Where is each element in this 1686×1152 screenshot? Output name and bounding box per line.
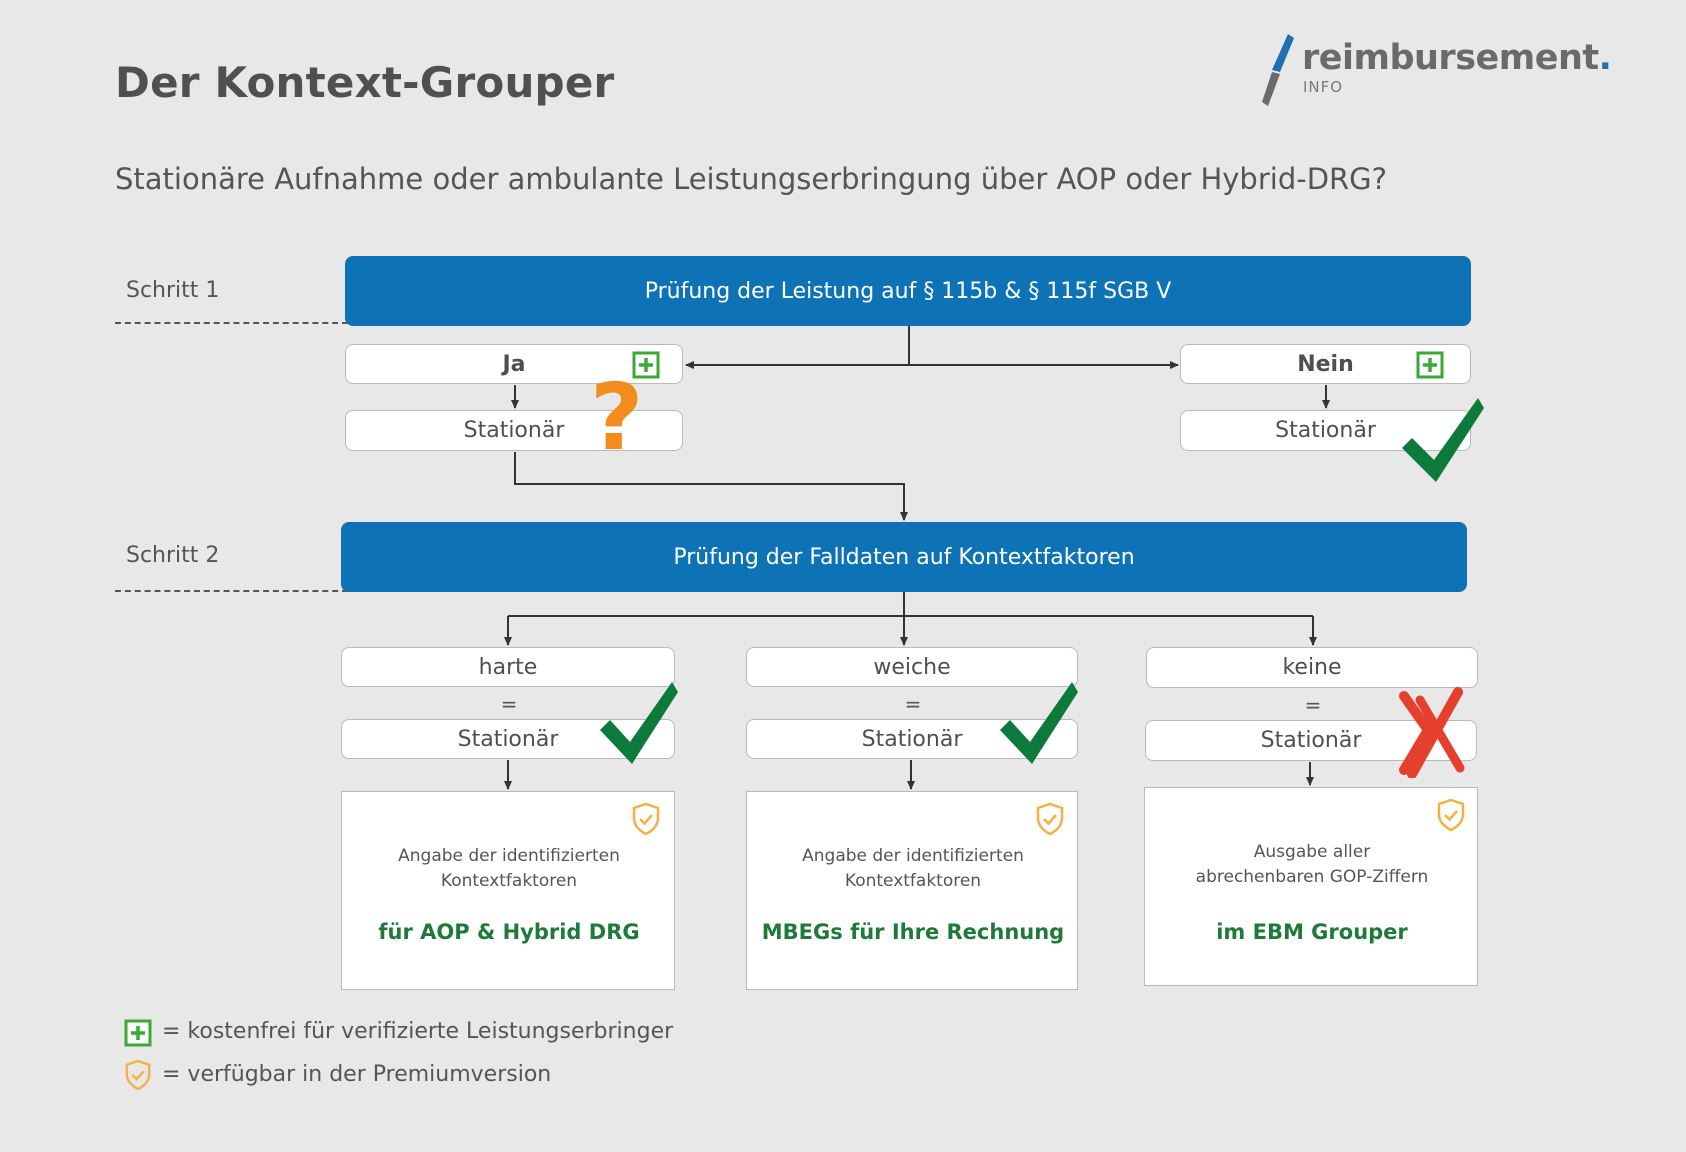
card-description: Angabe der identifizierten Kontextfaktor… <box>747 844 1079 894</box>
card-highlight-text: MBEGs für Ihre Rechnung <box>761 920 1065 944</box>
connector-to-step2 <box>514 452 908 521</box>
option-nein-label: Nein <box>1297 351 1354 377</box>
card-description-text: Ausgabe aller abrechenbaren GOP-Ziffern <box>1195 842 1429 887</box>
plus-icon <box>124 1019 152 1047</box>
logo-dot: . <box>1598 38 1612 78</box>
step2-divider <box>115 590 348 592</box>
harte-stationaer-label: Stationär <box>457 726 559 752</box>
result-card-keine: Ausgabe aller abrechenbaren GOP-Ziffern … <box>1144 787 1478 986</box>
card-description: Ausgabe aller abrechenbaren GOP-Ziffern <box>1145 840 1479 890</box>
logo-word: reimbursement <box>1302 38 1599 78</box>
equals-sign: = <box>904 692 922 716</box>
shield-icon <box>1036 802 1064 836</box>
result-card-weiche: Angabe der identifizierten Kontextfaktor… <box>746 791 1078 990</box>
check-icon <box>1402 398 1484 482</box>
step2-label: Schritt 2 <box>126 543 220 568</box>
ja-stationaer: Stationär <box>345 410 683 451</box>
card-highlight-text: für AOP & Hybrid DRG <box>378 920 640 944</box>
step1-divider <box>115 322 348 324</box>
check-icon <box>600 682 678 764</box>
keine-stationaer-label: Stationär <box>1260 728 1362 753</box>
equals-sign: = <box>1304 693 1322 717</box>
plus-icon <box>632 351 660 379</box>
nein-stationaer: Stationär <box>1180 410 1471 451</box>
card-description-text: Angabe der identifizierten Kontextfaktor… <box>802 846 1024 891</box>
nein-stationaer-label: Stationär <box>1275 418 1376 443</box>
logo-wordmark: reimbursement. <box>1302 38 1612 78</box>
option-ja: Ja <box>345 344 683 384</box>
step1-bar-text: Prüfung der Leistung auf § 115b & § 115f… <box>644 278 1172 304</box>
option-weiche: weiche <box>746 647 1078 687</box>
option-harte-label: harte <box>478 654 538 680</box>
option-keine-label: keine <box>1282 655 1342 680</box>
result-card-harte: Angabe der identifizierten Kontextfaktor… <box>341 791 675 990</box>
logo-mark-icon <box>1262 34 1294 106</box>
step1-bar: Prüfung der Leistung auf § 115b & § 115f… <box>345 256 1471 326</box>
option-harte: harte <box>341 647 675 687</box>
step2-bar-text: Prüfung der Falldaten auf Kontextfaktore… <box>673 544 1135 570</box>
option-weiche-label: weiche <box>873 654 951 680</box>
shield-icon <box>632 802 660 836</box>
equals-sign: = <box>500 692 518 716</box>
weiche-stationaer-label: Stationär <box>861 726 963 752</box>
card-highlight-text: im EBM Grouper <box>1216 920 1408 944</box>
shield-icon <box>125 1059 151 1091</box>
ja-stationaer-label: Stationär <box>463 418 565 443</box>
logo-sub: INFO <box>1303 78 1344 96</box>
card-highlight: für AOP & Hybrid DRG <box>342 920 676 944</box>
shield-icon <box>1437 798 1465 832</box>
card-highlight: MBEGs für Ihre Rechnung <box>747 920 1079 944</box>
plus-icon <box>1416 351 1444 379</box>
legend-shield-text: = verfügbar in der Premiumversion <box>162 1062 552 1087</box>
option-keine: keine <box>1146 647 1478 688</box>
card-description-text: Angabe der identifizierten Kontextfaktor… <box>398 846 620 891</box>
check-icon <box>1000 682 1078 764</box>
card-description: Angabe der identifizierten Kontextfaktor… <box>342 844 676 894</box>
option-ja-label: Ja <box>502 351 526 377</box>
card-highlight: im EBM Grouper <box>1145 920 1479 944</box>
cross-icon <box>1399 687 1465 778</box>
legend-plus-text: = kostenfrei für verifizierte Leistungse… <box>162 1019 674 1044</box>
page-title: Der Kontext-Grouper <box>115 58 615 107</box>
step2-bar: Prüfung der Falldaten auf Kontextfaktore… <box>341 522 1467 592</box>
question-icon: ? <box>590 364 644 471</box>
page-subtitle: Stationäre Aufnahme oder ambulante Leist… <box>115 162 1388 196</box>
step1-label: Schritt 1 <box>126 278 220 303</box>
